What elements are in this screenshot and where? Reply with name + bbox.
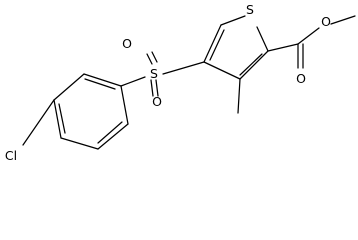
bond-ar-6 <box>120 85 129 125</box>
bond-c4-c5-inner <box>209 29 225 61</box>
bond-s-o-bottom-1 <box>150 79 154 97</box>
bond-c4-sulfonyl <box>162 61 205 75</box>
bond-ester-oxygen-methyl <box>330 15 356 25</box>
bond-s-o-bottom-2 <box>155 79 159 97</box>
bond-c2-carbonyl <box>267 43 299 52</box>
bond-c4-c5 <box>203 24 222 63</box>
sulfonyl-oxygen-top-label: O <box>122 36 132 51</box>
bond-sulfonyl-aryl <box>120 76 146 87</box>
structure-diagram: S S O O O O Cl <box>5 2 356 163</box>
bond-ar-5-inner <box>97 121 123 144</box>
ester-oxygen-label: O <box>321 14 331 29</box>
bond-ar-5 <box>97 123 129 150</box>
bond-c2-c3-inner <box>239 53 263 76</box>
bond-ar-1 <box>83 73 122 87</box>
bond-s-o-top-1 <box>146 53 153 65</box>
bond-c5-s1 <box>220 15 246 26</box>
bond-ar-4 <box>60 137 99 150</box>
bond-ar-1-inner <box>84 78 116 90</box>
bond-ar-3-inner <box>58 103 66 134</box>
sulfonyl-group <box>120 51 205 97</box>
bond-methyl <box>237 78 241 114</box>
bond-ar-cl <box>22 99 55 146</box>
bond-ar-2 <box>53 73 85 101</box>
sulfonyl-oxygen-bottom-label: O <box>152 94 162 109</box>
thiophene-ring <box>203 15 269 80</box>
bond-ar-3 <box>53 99 62 139</box>
bond-carbonyl-ester-oxygen <box>297 27 320 45</box>
bond-s-o-top-2 <box>151 51 158 63</box>
chlorine-label: Cl <box>5 148 17 163</box>
bond-c3-c4 <box>203 61 241 80</box>
carbonyl-oxygen-label: O <box>296 71 306 86</box>
sulfonyl-sulfur-label: S <box>150 66 158 81</box>
ester-group <box>267 15 356 69</box>
chlorophenyl-ring <box>22 73 129 150</box>
bond-s1-c2 <box>256 26 269 52</box>
bond-c2-c3 <box>239 50 269 80</box>
thiophene-sulfur-label: S <box>246 2 254 17</box>
